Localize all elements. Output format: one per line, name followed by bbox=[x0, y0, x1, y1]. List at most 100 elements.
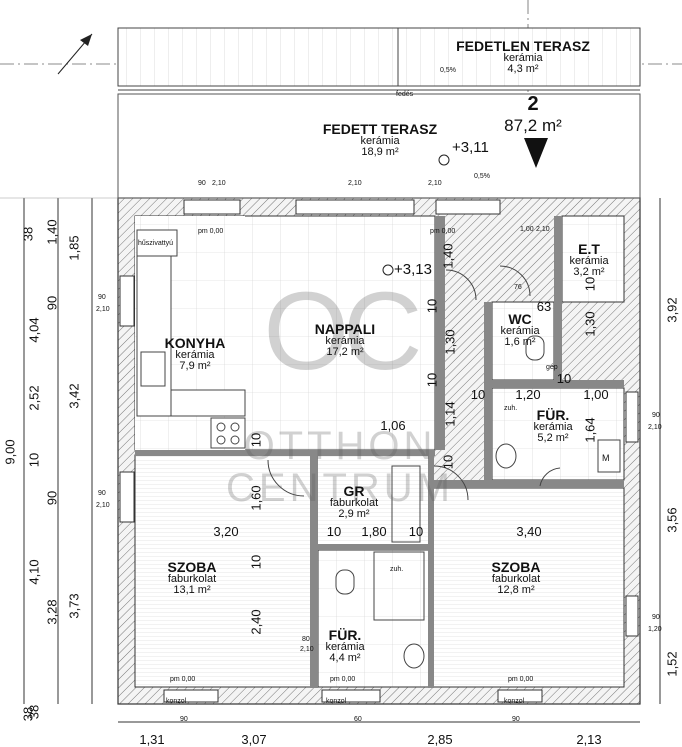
watermark-line1: OTTHON bbox=[243, 424, 437, 468]
appliance-label: M bbox=[602, 453, 610, 463]
door-swing bbox=[433, 465, 469, 501]
room-material: faburkolat bbox=[491, 573, 541, 585]
room-fedetlen: FEDETLEN TERASZ kerámia 4,3 m² bbox=[456, 39, 590, 75]
dimension-interior: 10 bbox=[408, 524, 424, 539]
window-size-label: 90 bbox=[652, 412, 660, 419]
room-name: NAPPALI bbox=[314, 321, 376, 337]
room-area: 7,9 m² bbox=[179, 360, 211, 372]
dimension-left: 3,42 bbox=[66, 383, 82, 409]
window-size-label: 76 bbox=[514, 284, 522, 291]
konzol-label: konzol bbox=[326, 698, 347, 705]
partition bbox=[492, 380, 624, 388]
level-marker-icon bbox=[382, 264, 394, 276]
toilet-icon bbox=[335, 569, 355, 595]
partition bbox=[428, 456, 434, 688]
dimension-bottom: 2,85 bbox=[427, 732, 453, 747]
dimension-interior: 1,80 bbox=[361, 524, 387, 539]
dimension-right: 3,56 bbox=[664, 507, 680, 533]
partition bbox=[135, 450, 435, 456]
watermark-line2: CENTRUM bbox=[226, 466, 454, 510]
room-name: E.T bbox=[578, 241, 600, 257]
sill-height-label: pm 0,00 bbox=[508, 676, 534, 683]
room-szoba1: SZOBA faburkolat 13,1 m² bbox=[168, 560, 217, 596]
dimension-interior: 10 bbox=[424, 372, 440, 388]
dimension-interior: 1,30 bbox=[582, 311, 598, 337]
kitchen-counter bbox=[136, 229, 178, 257]
window bbox=[497, 689, 543, 703]
dimension-left: 4,10 bbox=[26, 559, 42, 585]
dimension-bottom: 1,31 bbox=[139, 732, 165, 747]
shower-icon bbox=[373, 551, 425, 621]
shaft-icon bbox=[391, 465, 421, 543]
window bbox=[183, 199, 241, 215]
slope-label: 0,5% bbox=[440, 67, 456, 74]
washbasin-icon bbox=[495, 443, 517, 469]
room-konyha: KONYHA kerámia 7,9 m² bbox=[165, 336, 226, 372]
room-material: kerámia bbox=[325, 641, 365, 653]
room-area: 4,4 m² bbox=[329, 652, 361, 664]
room-szoba2: SZOBA faburkolat 12,8 m² bbox=[492, 560, 541, 596]
room-name: FEDETLEN TERASZ bbox=[456, 38, 590, 54]
window-size-label: 90 bbox=[98, 294, 106, 301]
room-name: SZOBA bbox=[491, 559, 541, 575]
room-wc: WC kerámia 1,6 m² bbox=[500, 312, 539, 348]
room-area: 17,2 m² bbox=[326, 346, 364, 358]
dimension-bottom: 3,07 bbox=[241, 732, 267, 747]
appliance-icon bbox=[597, 439, 621, 473]
dimension-bottom: 2,13 bbox=[576, 732, 602, 747]
room-name: GR bbox=[343, 483, 365, 499]
toilet-icon bbox=[525, 335, 545, 361]
window bbox=[625, 391, 639, 443]
dimension-left: 90 bbox=[44, 295, 60, 311]
dimension-interior: 63 bbox=[536, 299, 552, 314]
window bbox=[119, 275, 135, 327]
dimension-left: 90 bbox=[44, 490, 60, 506]
window-size-label: 2,10 bbox=[212, 180, 226, 187]
window-size-label: 90 bbox=[180, 716, 188, 723]
room-area: 2,9 m² bbox=[338, 508, 370, 520]
konzol-label: konzol bbox=[504, 698, 525, 705]
dimension-left: 1,40 bbox=[44, 219, 60, 245]
sill-height-label: pm 0,00 bbox=[170, 676, 196, 683]
room-area: 13,1 m² bbox=[173, 584, 211, 596]
dimension-interior: 10 bbox=[326, 524, 342, 539]
stair-block bbox=[117, 27, 399, 87]
room-name: SZOBA bbox=[167, 559, 217, 575]
dimension-left: 3,28 bbox=[44, 599, 60, 625]
dimension-interior: 1,14 bbox=[442, 401, 458, 427]
window-size-label: 2,10 bbox=[536, 226, 550, 233]
dimension-interior: 3,40 bbox=[516, 524, 542, 539]
et-floor bbox=[561, 215, 625, 303]
window-size-label: 60 bbox=[354, 716, 362, 723]
shower-label: zuh. bbox=[390, 566, 404, 573]
north-arrow-icon bbox=[57, 33, 93, 75]
window-size-label: 90 bbox=[652, 614, 660, 621]
room-material: kerámia bbox=[360, 135, 400, 147]
dimension-left: 10 bbox=[26, 452, 42, 468]
floor-number: 2 bbox=[527, 93, 539, 115]
partition bbox=[484, 302, 492, 480]
room-material: kerámia bbox=[175, 349, 215, 361]
room-material: kerámia bbox=[569, 255, 609, 267]
dimension-interior: 1,06 bbox=[380, 418, 406, 433]
window-size-label: 80 bbox=[302, 636, 310, 643]
level-label: +3,11 bbox=[452, 139, 489, 156]
partition bbox=[435, 216, 445, 450]
sill-height-label: pm 0,00 bbox=[330, 676, 356, 683]
sill-height-label: pm 0,00 bbox=[198, 228, 224, 235]
room-area: 1,6 m² bbox=[504, 336, 536, 348]
room-area: 5,2 m² bbox=[537, 432, 569, 444]
window-size-label: 1,20 bbox=[648, 626, 662, 633]
door-swing bbox=[267, 459, 305, 497]
total-area: 87,2 m² bbox=[504, 116, 562, 135]
window-size-label: 90 bbox=[512, 716, 520, 723]
room-name: KONYHA bbox=[164, 335, 226, 351]
dimension-left: 3,73 bbox=[66, 593, 82, 619]
room-gr: GR faburkolat 2,9 m² bbox=[330, 484, 378, 520]
stove-icon bbox=[210, 417, 246, 449]
watermark-logo: OC bbox=[263, 270, 423, 393]
window-size-label: 90 bbox=[98, 490, 106, 497]
szoba1-floor bbox=[134, 454, 314, 688]
